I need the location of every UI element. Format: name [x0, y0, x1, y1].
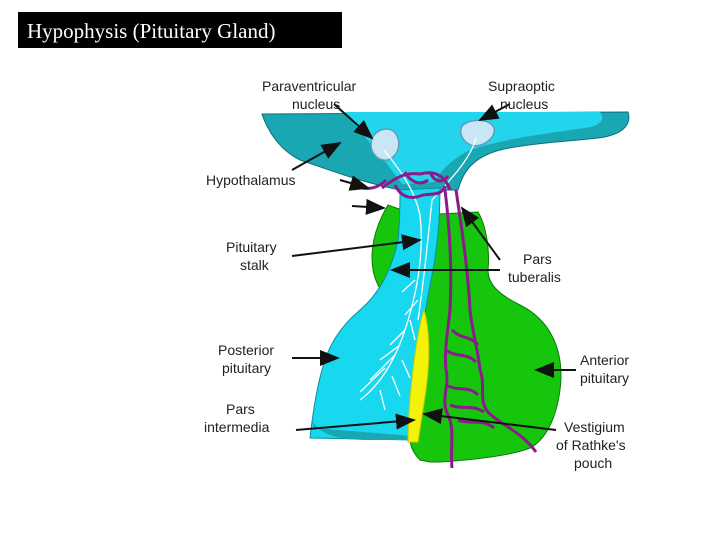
label-arrows	[291, 103, 576, 431]
slide-title-box: Hypophysis (Pituitary Gland)	[18, 12, 342, 48]
label-intermedia-line1: Pars	[226, 401, 255, 417]
label-vestigium-line1: Vestigium	[564, 419, 625, 435]
label-supraoptic-line2: nucleus	[500, 96, 548, 112]
label-tuberalis-line2: tuberalis	[508, 269, 561, 285]
pars-intermedia-region	[407, 308, 430, 443]
label-posterior-line1: Posterior	[218, 342, 274, 358]
slide-title: Hypophysis (Pituitary Gland)	[27, 19, 276, 43]
label-anterior-line1: Anterior	[580, 352, 629, 368]
portal-vessels	[361, 171, 538, 469]
third-ventricle-region	[345, 112, 603, 184]
label-tuberalis-line1: Pars	[523, 251, 552, 267]
label-vestigium-line2: of Rathke's	[556, 437, 626, 453]
posterior-lobe-bottom	[312, 420, 412, 440]
label-stalk-line2: stalk	[240, 257, 270, 273]
label-paraventricular-line2: nucleus	[292, 96, 340, 112]
label-stalk-line1: Pituitary	[226, 239, 277, 255]
label-paraventricular-line1: Paraventricular	[262, 78, 356, 94]
label-intermedia-line2: intermedia	[204, 419, 270, 435]
label-supraoptic-line1: Supraoptic	[488, 78, 555, 94]
neurosecretory-fibres	[359, 137, 477, 411]
label-vestigium-line3: pouch	[574, 455, 612, 471]
paraventricular-nucleus	[370, 128, 400, 161]
label-anterior-line2: pituitary	[580, 370, 629, 386]
label-posterior-line2: pituitary	[222, 360, 271, 376]
label-hypothalamus: Hypothalamus	[206, 172, 296, 188]
